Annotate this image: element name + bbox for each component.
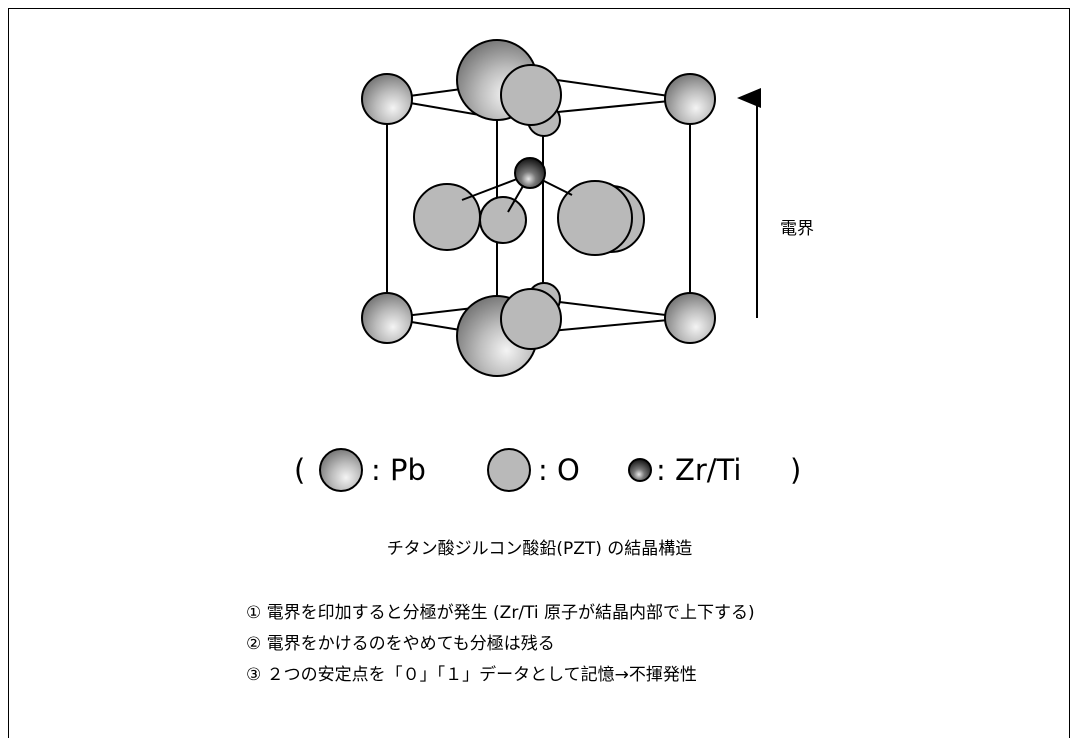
- o-atom: [500, 64, 562, 126]
- legend-zrti-label: : Zr/Ti: [656, 453, 742, 487]
- pb-atom: [664, 292, 716, 344]
- legend-o-label: : O: [538, 453, 580, 487]
- field-label: 電界: [780, 219, 814, 239]
- o-atom: [500, 288, 562, 350]
- diagram-frame: [8, 8, 1070, 738]
- notes-list: ① 電界を印加すると分極が発生 (Zr/Ti 原子が結晶内部で上下する) ② 電…: [246, 598, 755, 691]
- o-atom: [557, 180, 633, 256]
- legend-pb-label: : Pb: [371, 453, 426, 487]
- zrti-atom-icon: [628, 458, 652, 482]
- o-atom-icon: [487, 448, 531, 492]
- o-atom: [479, 196, 527, 244]
- legend-close-paren: ): [790, 453, 802, 487]
- note-item: ① 電界を印加すると分極が発生 (Zr/Ti 原子が結晶内部で上下する): [246, 603, 755, 623]
- pb-atom: [664, 73, 716, 125]
- pb-atom: [361, 73, 413, 125]
- o-atom: [413, 183, 481, 251]
- note-item: ③ ２つの安定点を「０」「１」データとして記憶→不揮発性: [246, 665, 697, 685]
- atom-legend: ( : Pb : O : Zr/Ti ): [294, 452, 854, 492]
- zrti-atom: [514, 157, 546, 189]
- legend-open-paren: (: [294, 453, 306, 487]
- pb-atom: [361, 292, 413, 344]
- note-item: ② 電界をかけるのをやめても分極は残る: [246, 634, 555, 654]
- diagram-caption: チタン酸ジルコン酸鉛(PZT) の結晶構造: [386, 539, 693, 559]
- pb-atom-icon: [319, 448, 363, 492]
